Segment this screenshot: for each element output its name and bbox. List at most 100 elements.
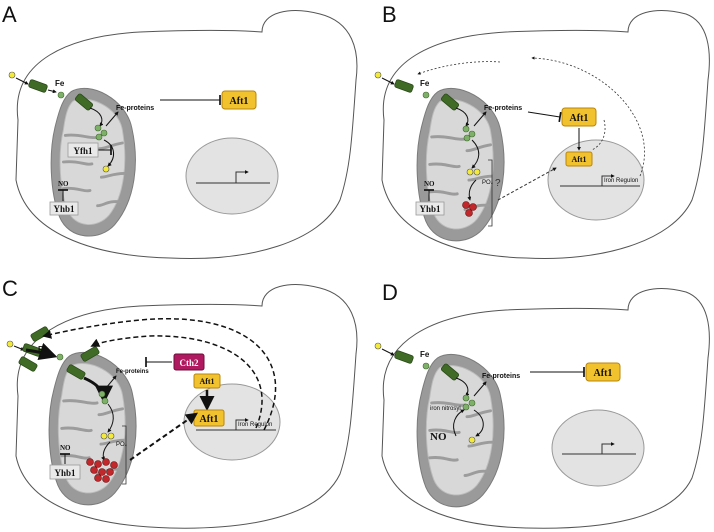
fe-ion-precipitate — [469, 203, 477, 211]
fe-ion-outside — [374, 342, 382, 350]
yhb1-label: Yhb1 — [54, 468, 76, 478]
uptake-arrow — [381, 348, 395, 356]
aft1-cyto-box — [193, 373, 221, 389]
panel-c: C Iron Regulon Fe Fe-proteins Cth2 Aft1 … — [2, 276, 358, 529]
aft1-label: Aft1 — [594, 368, 613, 379]
fe-ion-mito — [462, 394, 470, 402]
fe-ion-precipitate — [102, 475, 110, 483]
fe-ion-outside — [374, 71, 382, 79]
po4-label: PO₄ — [482, 180, 494, 186]
yfh1-label: Yfh1 — [73, 146, 93, 156]
fe-ion-cytosol — [422, 362, 430, 370]
polyphosphate-arrow — [467, 179, 477, 201]
panel-letter-a: A — [2, 2, 17, 27]
aft1-box — [585, 362, 621, 382]
feedback-arrow-dashed — [42, 318, 277, 431]
fe-ion-mito — [462, 403, 470, 411]
fe-ion-stored — [100, 432, 108, 440]
fe-ion-precipitate — [462, 201, 470, 209]
fe-ion-stored — [468, 436, 476, 444]
nucleus — [185, 137, 279, 215]
storage-arrow — [471, 139, 480, 169]
fe-precipitate-cluster — [86, 458, 118, 483]
fe-ion-stored — [466, 168, 474, 176]
panel-a: A Fe Fe-proteins Aft1 Yfh1 NO Yhb1 — [2, 2, 358, 259]
aft1-label: Aft1 — [230, 96, 249, 107]
yhb1-box — [49, 201, 79, 216]
panel-b: B Iron Regulon Fe Fe-proteins Aft1 Aft1 … — [374, 2, 710, 259]
release-arrow — [473, 409, 484, 437]
fe-ion-mito — [101, 397, 109, 405]
panel-letter-d: D — [382, 280, 398, 305]
fe-ion-cytosol — [57, 91, 65, 99]
aft1-nucleus-box — [565, 151, 593, 167]
gene-line — [196, 420, 276, 431]
panel-letter-b: B — [382, 2, 397, 27]
fe-ion-cytosol — [422, 91, 430, 99]
mito-import-arrow — [89, 107, 104, 127]
gene-line — [196, 172, 270, 184]
fe-proteins-arrow — [473, 111, 487, 127]
bracket — [488, 159, 493, 227]
fe-ion-mito — [94, 124, 102, 132]
fe-ion-cytosol — [56, 353, 64, 361]
fe-ion-precipitate — [465, 209, 473, 217]
question-mark: ? — [495, 178, 501, 189]
yfh1-box — [67, 142, 99, 158]
nucleus — [551, 409, 645, 487]
fe-ion-mito — [95, 133, 103, 141]
mito-import-arrow — [455, 107, 470, 127]
signal-arrow-dashed — [129, 412, 198, 461]
aft1-nucleus-label: Aft1 — [200, 414, 219, 425]
gene-line — [562, 444, 636, 455]
gene-line — [560, 176, 640, 187]
feedback-arrow-dotted — [531, 56, 645, 177]
aft1-cyto-label: Aft1 — [199, 377, 214, 386]
bracket — [122, 425, 127, 485]
fe-proteins-label: Fe-proteins — [116, 105, 154, 112]
cth2-box — [173, 353, 205, 371]
fe-label: Fe — [38, 345, 48, 354]
fe-ion-mito — [468, 130, 476, 138]
cth2-label: Cth2 — [179, 358, 199, 368]
storage-arrow — [107, 403, 114, 433]
fe-ion-mito — [100, 129, 108, 137]
iron-nitrosyl-label: iron nitrosyl — [430, 406, 461, 412]
panel-d: D Fe Fe-proteins Aft1 iron nitrosyl NO — [374, 280, 710, 529]
fe-ion-outside — [6, 340, 14, 348]
aft1-box — [221, 90, 257, 110]
fe-proteins-label: Fe-proteins — [116, 369, 149, 375]
aft1-nucleus-label: Aft1 — [571, 155, 586, 164]
uptake-arrow — [15, 77, 29, 85]
yhb1-label: Yhb1 — [53, 204, 75, 214]
fe-ion-mito — [98, 390, 106, 398]
yhb1-label: Yhb1 — [419, 204, 441, 214]
aft1-box — [561, 107, 597, 127]
aft1-label: Aft1 — [570, 113, 589, 124]
fe-ion-stored — [102, 165, 110, 173]
no-label: NO — [424, 180, 435, 188]
fe-ion-stored — [473, 168, 481, 176]
panel-letter-c: C — [2, 276, 18, 301]
uptake-arrow-bold — [25, 342, 58, 360]
mito-import-arrow — [455, 377, 470, 397]
fe-ion-mito — [462, 125, 470, 133]
storage-arrow — [103, 139, 114, 167]
mitochondrion — [47, 350, 138, 507]
transport-arrow — [47, 89, 57, 94]
fe-ion-mito — [468, 399, 476, 407]
no-label: NO — [58, 180, 69, 188]
fe-proteins-label: Fe-proteins — [484, 105, 522, 112]
fe-ion-precipitate — [90, 466, 98, 474]
yhb1-box — [415, 201, 445, 216]
signal-arrow-dashed — [497, 167, 557, 201]
uptake-arrow — [381, 77, 395, 85]
fe-ion-precipitate — [102, 458, 110, 466]
inhibition-line — [527, 111, 562, 123]
feedback-arrow-dotted — [417, 61, 501, 75]
fe-ion-precipitate — [94, 474, 102, 482]
fe-ion-precipitate — [94, 460, 102, 468]
fe-label: Fe — [55, 79, 65, 88]
fe-ion-outside — [8, 71, 16, 79]
no-label: NO — [430, 431, 447, 443]
